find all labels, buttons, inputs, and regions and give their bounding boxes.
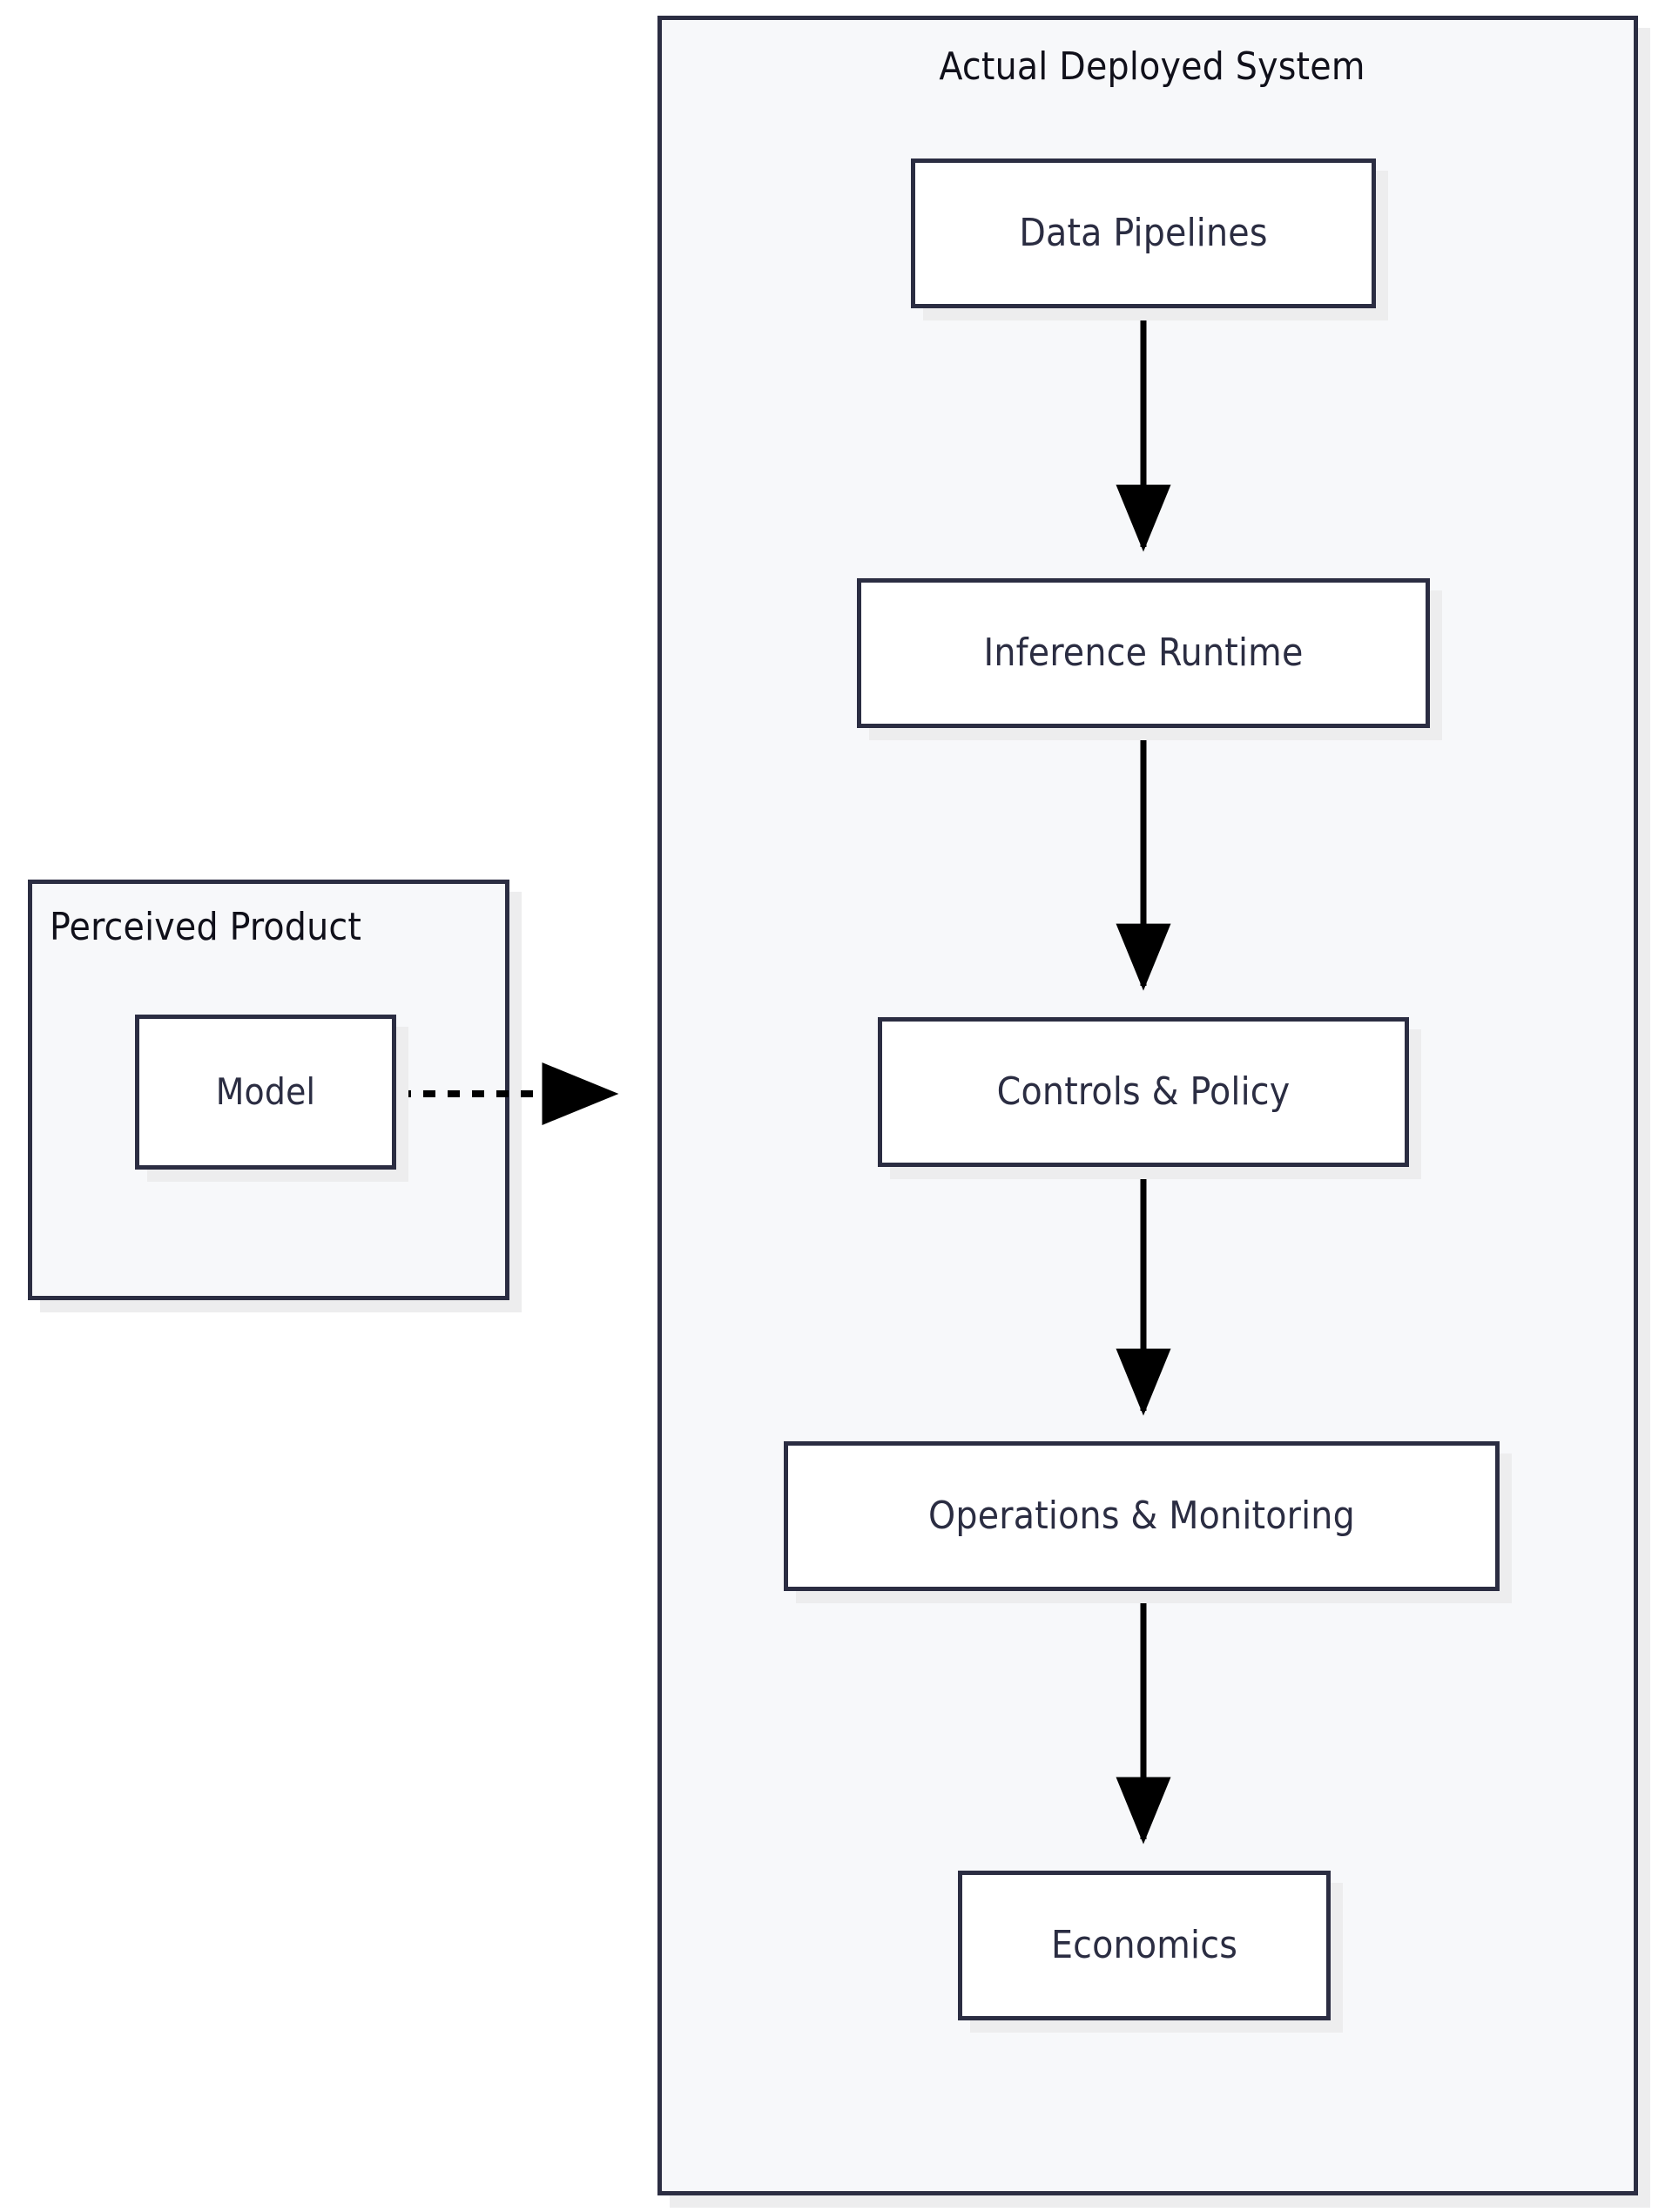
node-operations-monitoring-label: Operations & Monitoring xyxy=(928,1494,1355,1538)
node-economics[interactable]: Economics xyxy=(958,1871,1331,2020)
cluster-title-actual-deployed-system: Actual Deployed System xyxy=(939,44,1365,89)
node-data-pipelines[interactable]: Data Pipelines xyxy=(911,158,1376,308)
node-operations-monitoring[interactable]: Operations & Monitoring xyxy=(784,1441,1500,1591)
node-data-pipelines-label: Data Pipelines xyxy=(1019,211,1268,255)
cluster-title-perceived-product: Perceived Product xyxy=(50,905,362,949)
node-controls-policy-label: Controls & Policy xyxy=(996,1069,1291,1114)
node-inference-runtime[interactable]: Inference Runtime xyxy=(857,578,1430,728)
node-inference-runtime-label: Inference Runtime xyxy=(983,631,1304,675)
node-economics-label: Economics xyxy=(1050,1923,1238,1967)
node-model[interactable]: Model xyxy=(135,1015,396,1170)
node-controls-policy[interactable]: Controls & Policy xyxy=(878,1017,1409,1167)
node-model-label: Model xyxy=(215,1070,316,1113)
